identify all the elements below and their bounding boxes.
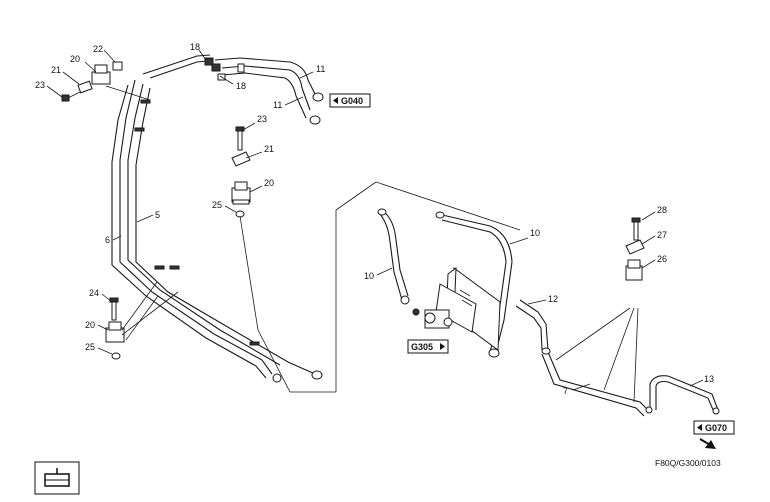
callout-25-middle: 25 (212, 200, 222, 210)
callout-20-middle: 20 (264, 178, 274, 188)
callout-10-left: 10 (364, 271, 374, 281)
leader-lines (46, 49, 704, 403)
right-triangle-arrow-icon (440, 343, 445, 350)
callout-7: 7 (563, 386, 568, 396)
callout-18-top: 18 (190, 42, 200, 52)
direction-arrow-icon (699, 438, 716, 449)
callout-20-top: 20 (70, 54, 80, 64)
clamp-group-right (625, 217, 645, 281)
pipe-10 (377, 211, 513, 353)
callout-18-bottom: 18 (236, 81, 246, 91)
figure-code: F80Q/G300/0103 (655, 458, 721, 468)
pipe-6 (111, 54, 273, 379)
ref-g305-label: G305 (411, 342, 433, 352)
callout-12: 12 (548, 294, 558, 304)
callout-5: 5 (155, 210, 160, 220)
callout-10-right: 10 (530, 228, 540, 238)
pipe-13 (649, 375, 719, 413)
callout-11-top: 11 (316, 64, 325, 74)
ref-g040[interactable]: G040 (329, 93, 371, 108)
callout-28: 28 (657, 205, 667, 215)
pipe-12 (515, 299, 549, 351)
pipe-fittings (134, 57, 720, 415)
callout-21-middle: 21 (264, 144, 274, 154)
callout-24: 24 (89, 288, 99, 298)
callout-11-bottom: 11 (273, 100, 282, 110)
ref-g040-label: G040 (341, 96, 363, 106)
left-triangle-arrow-icon (697, 424, 702, 431)
callout-22: 22 (93, 44, 103, 54)
left-triangle-arrow-icon (333, 97, 338, 104)
ref-g070[interactable]: G070 (693, 420, 735, 435)
ref-g305[interactable]: G305 (407, 339, 449, 354)
callout-26: 26 (657, 254, 667, 264)
callout-13: 13 (704, 374, 714, 384)
clamp-group-top-left (61, 61, 123, 102)
pipe-7 (541, 351, 649, 417)
callout-20-lower: 20 (85, 320, 95, 330)
machine-silhouette-icon (34, 461, 80, 495)
callout-27: 27 (657, 230, 667, 240)
callout-labels: 22 20 21 23 18 18 11 11 23 21 20 25 5 6 … (35, 42, 714, 396)
ref-g070-label: G070 (705, 423, 727, 433)
valve-block (412, 266, 501, 351)
callout-25-lower: 25 (85, 342, 95, 352)
callout-21-top: 21 (51, 65, 61, 75)
callout-23-middle: 23 (257, 114, 267, 124)
pipe-11 (214, 57, 317, 119)
callout-6: 6 (105, 235, 110, 245)
clamp-group-lower-left (105, 297, 125, 360)
clamp-group-middle (231, 126, 251, 218)
callout-23-top: 23 (35, 80, 45, 90)
